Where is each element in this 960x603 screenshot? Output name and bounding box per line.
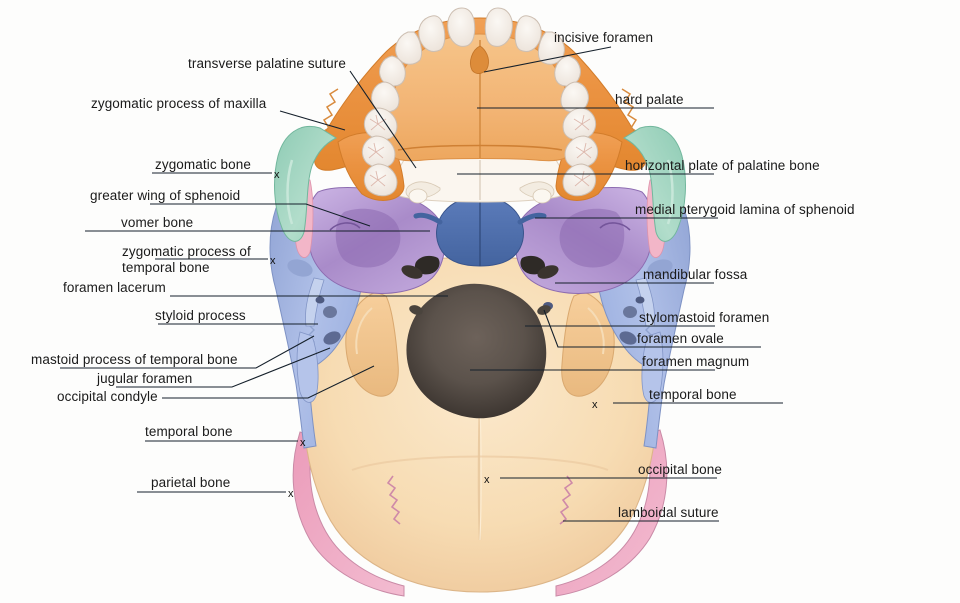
label-incisive-foramen: incisive foramen: [554, 30, 654, 45]
foramen-lacerum-hole: [401, 265, 423, 279]
label-mastoid-process-of-temporal-bone: mastoid process of temporal bone: [31, 352, 238, 367]
label-greater-wing-of-sphenoid: greater wing of sphenoid: [90, 188, 241, 203]
label-foramen-lacerum: foramen lacerum: [63, 280, 166, 295]
label-zygomatic-process-of-maxilla: zygomatic process of maxilla: [91, 96, 267, 111]
label-styloid-process: styloid process: [155, 308, 246, 323]
zygomatic-bone-right-region: [622, 126, 686, 242]
marker-x-zygomatic-bone: x: [274, 169, 280, 181]
label-temporal-bone-left: temporal bone: [145, 424, 233, 439]
label-lamboidal-suture: lamboidal suture: [618, 505, 719, 520]
label-horizontal-plate-of-palatine-bone: horizontal plate of palatine bone: [625, 158, 820, 173]
label-temporal-bone-right: temporal bone: [649, 387, 737, 402]
horizontal-plate-of-palatine-bone-region: [396, 155, 564, 204]
marker-x-occipital-bone: x: [484, 474, 490, 486]
label-occipital-condyle: occipital condyle: [57, 389, 158, 404]
label-zygomatic-process-of-temporal-bone: zygomatic process of temporal bone: [122, 244, 251, 275]
label-foramen-ovale: foramen ovale: [637, 331, 724, 346]
marker-x-temporal-bone-left: x: [300, 437, 306, 449]
label-parietal-bone: parietal bone: [151, 475, 231, 490]
label-hard-palate: hard palate: [615, 92, 684, 107]
label-zygomatic-bone: zygomatic bone: [155, 157, 251, 172]
vomer-bone-region: [413, 195, 547, 267]
label-transverse-palatine-suture: transverse palatine suture: [188, 56, 346, 71]
label-occipital-bone: occipital bone: [638, 462, 722, 477]
label-jugular-foramen: jugular foramen: [97, 371, 193, 386]
label-foramen-magnum: foramen magnum: [642, 354, 750, 369]
label-vomer-bone: vomer bone: [121, 215, 194, 230]
lamboidal-suture-line: [386, 475, 574, 525]
marker-x-temporal-bone-right: x: [592, 399, 598, 411]
sphenoid-greater-wing-left: [306, 187, 446, 294]
marker-x-zygomatic-process-of-temporal-bone: x: [270, 255, 276, 267]
label-mandibular-fossa: mandibular fossa: [643, 267, 748, 282]
foramen-magnum: [406, 283, 547, 419]
label-medial-pterygoid-lamina-of-sphenoid: medial pterygoid lamina of sphenoid: [635, 202, 855, 217]
label-stylomastoid-foramen: stylomastoid foramen: [639, 310, 770, 325]
marker-x-parietal-bone: x: [288, 488, 294, 500]
sphenoid-greater-wing-right: [514, 187, 654, 294]
skull-base-foramina: [401, 255, 559, 315]
